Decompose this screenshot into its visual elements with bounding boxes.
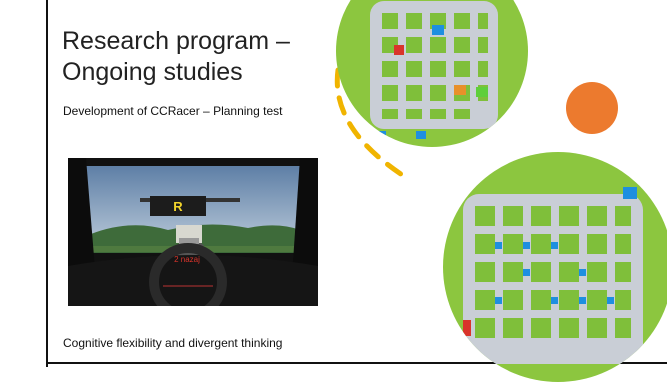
game-map-top: [336, 0, 528, 147]
slide-title: Research program – Ongoing studies: [62, 27, 290, 86]
slide-subtitle: Development of CCRacer – Planning test: [63, 104, 283, 118]
slide-caption: Cognitive flexibility and divergent thin…: [63, 336, 283, 350]
sign-letter: R: [173, 199, 183, 214]
steering-wheel-icon: [149, 243, 227, 306]
slide-frame-left: [46, 0, 48, 367]
driving-game-screenshot: R 2 nazaj: [68, 158, 318, 306]
slide-frame-bottom: [46, 362, 667, 364]
game-map-bottom: [443, 152, 667, 382]
dashed-arc-icon: [334, 67, 413, 183]
dashboard-text: 2 nazaj: [174, 255, 200, 264]
orange-dot-icon: [566, 82, 618, 134]
